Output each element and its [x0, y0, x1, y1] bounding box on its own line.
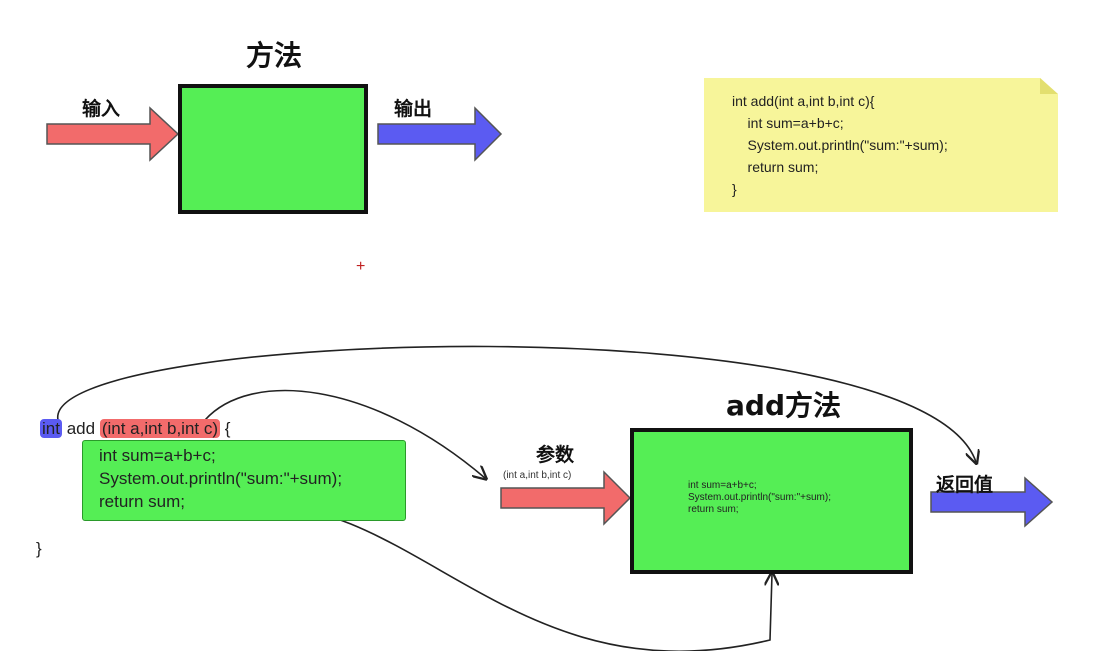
add-method-title: add方法 — [726, 389, 841, 422]
add-method-box: int sum=a+b+c; System.out.println("sum:"… — [630, 428, 913, 574]
output-arrow — [377, 106, 503, 162]
body-line: System.out.println("sum:"+sum); — [99, 469, 343, 488]
params-curve — [204, 389, 485, 478]
return-arrow — [930, 476, 1054, 528]
note-line: int add(int a,int b,int c){ — [732, 93, 875, 109]
method-title: 方法 — [246, 39, 303, 72]
method-body: int sum=a+b+c; System.out.println("sum:"… — [82, 440, 406, 521]
return-value-label: 返回值 — [936, 474, 994, 496]
box-code-line: return sum; — [688, 504, 739, 515]
params-label: 参数 — [536, 444, 575, 466]
method-name: add — [66, 419, 96, 438]
body-line: int sum=a+b+c; — [99, 446, 216, 465]
input-arrow — [46, 106, 180, 162]
note-line: int sum=a+b+c; — [732, 115, 844, 131]
code-note: int add(int a,int b,int c){ int sum=a+b+… — [704, 78, 1058, 212]
method-signature: int add (int a,int b,int c) { — [40, 419, 230, 439]
params-arrow — [500, 470, 632, 526]
cursor-plus: + — [356, 258, 366, 275]
note-line: System.out.println("sum:"+sum); — [732, 137, 948, 153]
box-code-line: int sum=a+b+c; — [688, 480, 757, 491]
input-label: 输入 — [82, 98, 121, 120]
close-brace: } — [36, 539, 42, 558]
note-line: return sum; — [732, 159, 819, 175]
return-type: int — [40, 419, 62, 438]
open-brace: { — [224, 419, 231, 438]
output-label: 输出 — [394, 98, 433, 120]
box-code-line: System.out.println("sum:"+sum); — [688, 492, 831, 503]
param-list: (int a,int b,int c) — [99, 419, 221, 438]
body-line: return sum; — [99, 492, 185, 511]
method-box — [178, 84, 368, 214]
return-type-curve — [57, 345, 976, 462]
params-caption: (int a,int b,int c) — [503, 470, 572, 481]
note-line: } — [732, 181, 737, 197]
